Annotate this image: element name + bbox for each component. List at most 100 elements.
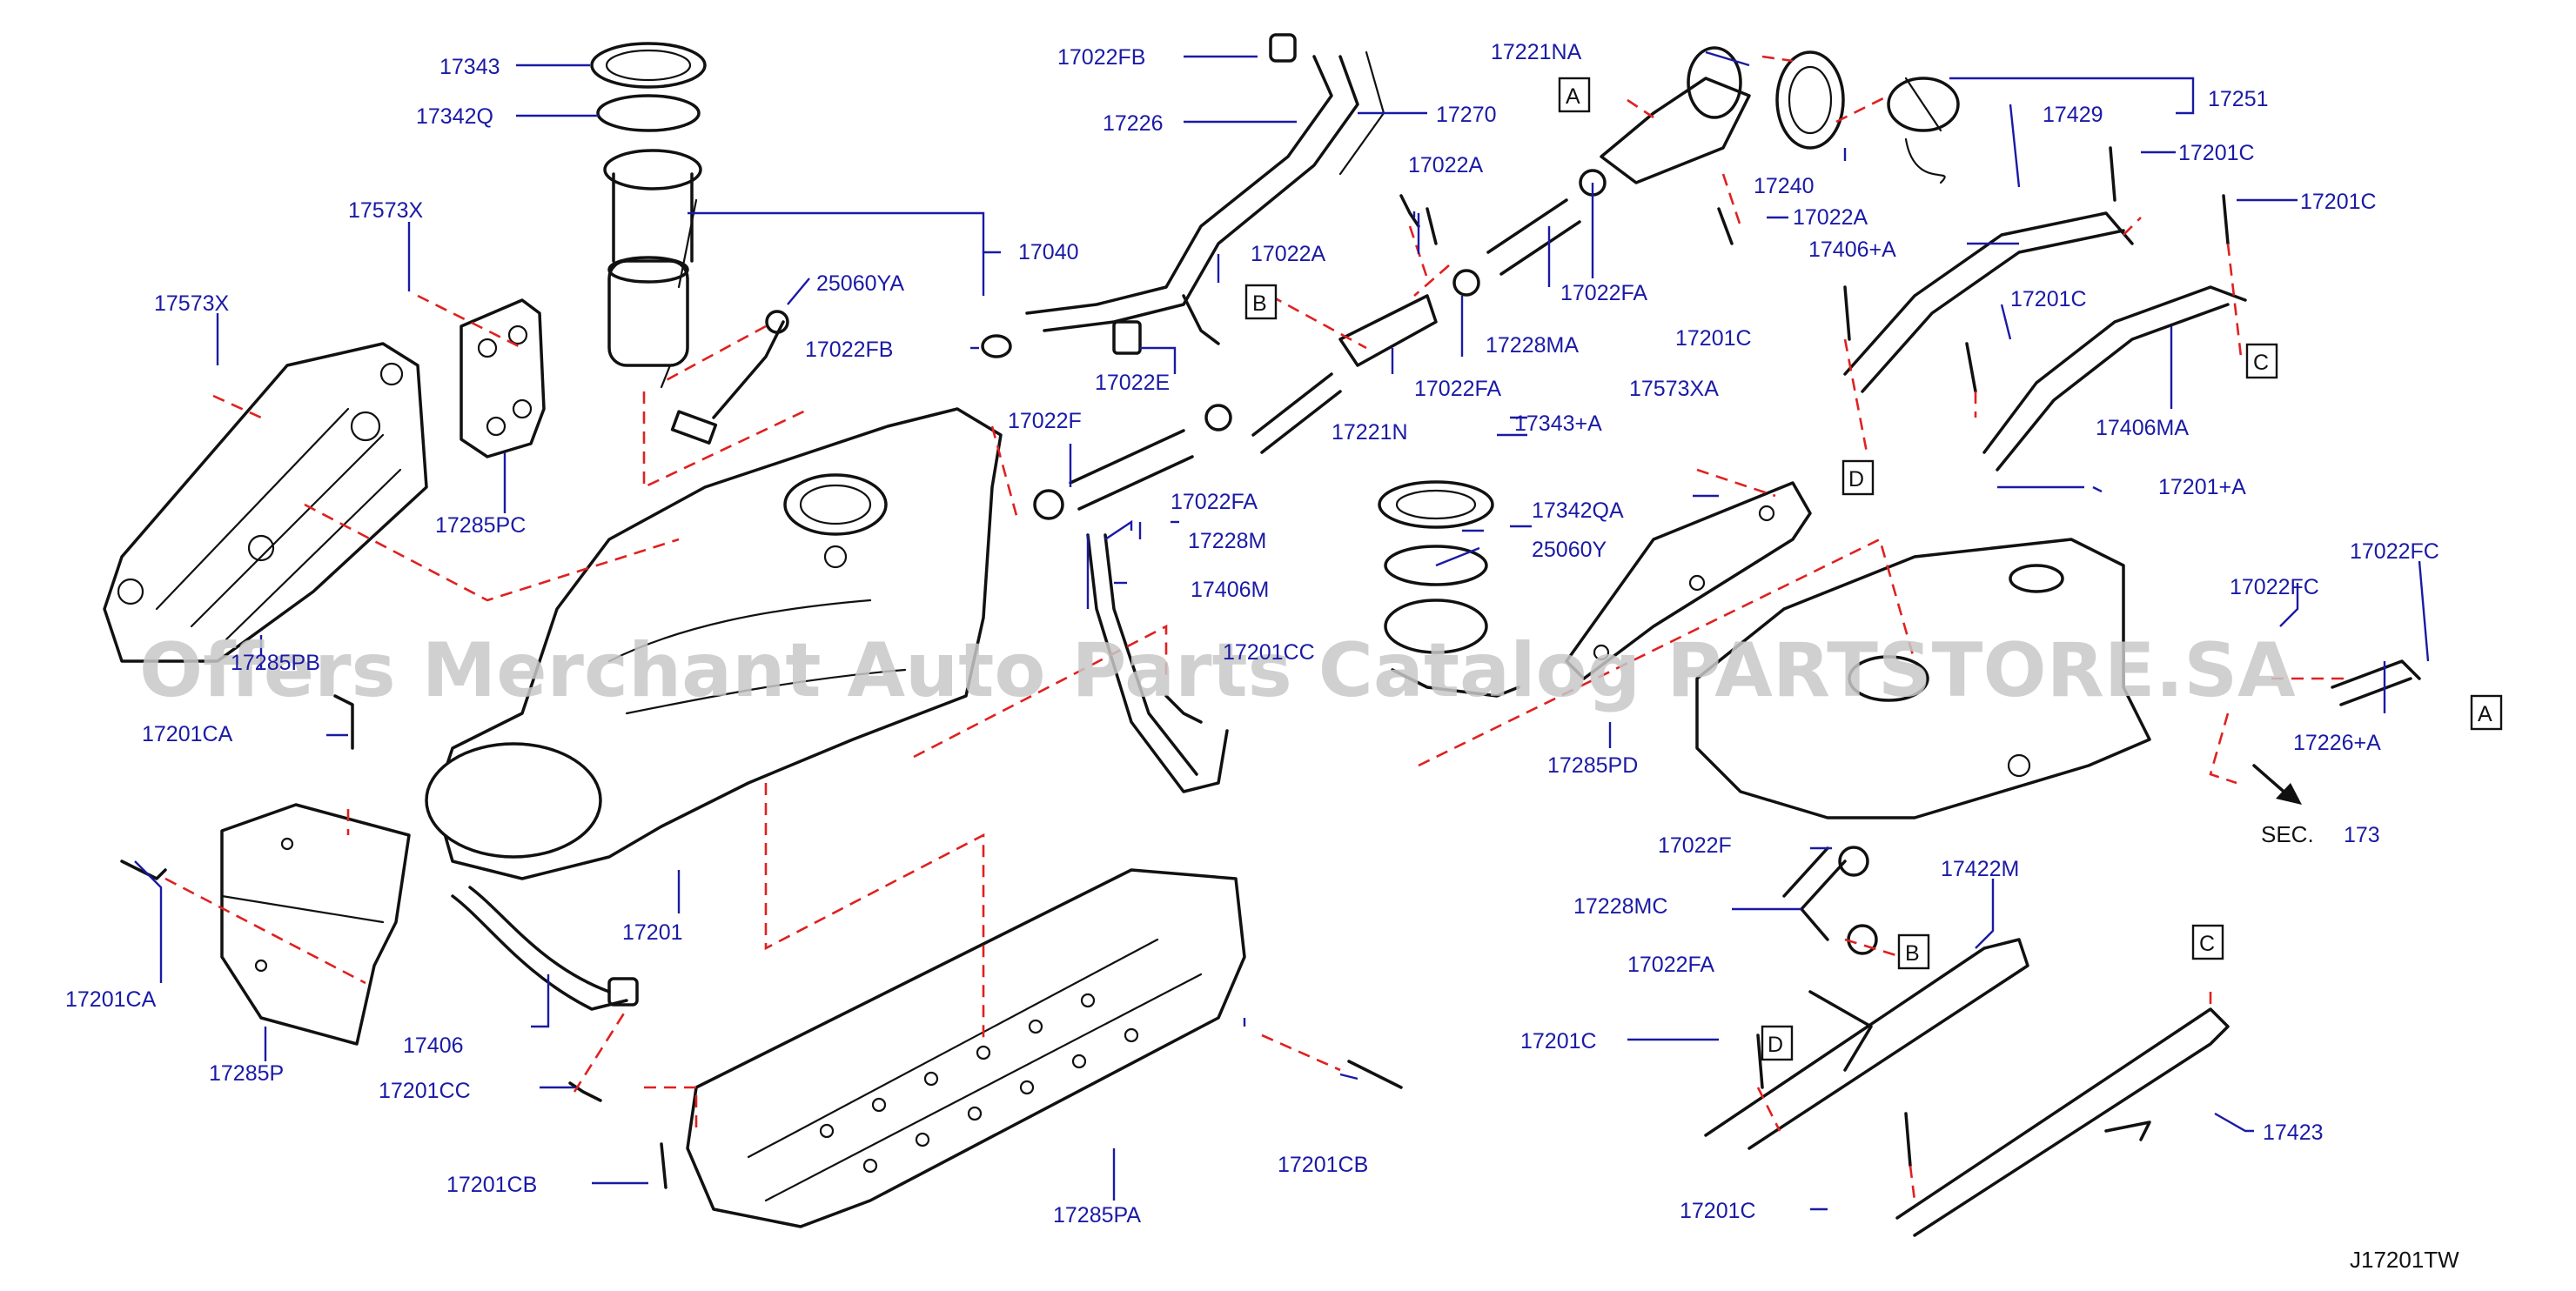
label-17285pd: 17285PD <box>1547 753 1638 778</box>
label-17251: 17251 <box>2208 87 2269 111</box>
label-17201ca-a: 17201CA <box>142 722 233 746</box>
label-17022a-mid: 17022A <box>1251 242 1326 266</box>
label-17423: 17423 <box>2263 1120 2324 1145</box>
filler-tube <box>1025 33 1385 332</box>
tank-strap-17406m <box>1086 533 1229 793</box>
svg-text:C: C <box>2199 932 2215 956</box>
heat-shield-left <box>103 342 428 663</box>
label-17022fb-mid: 17022FB <box>805 338 893 362</box>
label-17343: 17343 <box>439 55 500 79</box>
label-17226a: 17226+A <box>2293 731 2381 755</box>
fuel-tank-17201 <box>425 407 1003 880</box>
crossmember-17422m <box>1704 938 2029 1150</box>
label-17228ma: 17228MA <box>1486 333 1579 358</box>
fuel-level-sender <box>670 310 789 445</box>
label-17201cc-mid: 17201CC <box>1223 640 1315 665</box>
sec-arrow <box>2252 764 2302 805</box>
ring-17342qa <box>1384 545 1488 586</box>
label-17429: 17429 <box>2043 103 2103 127</box>
label-17201ca-b: 17201CA <box>65 987 157 1012</box>
ref-box-a-top: A <box>1558 77 1591 113</box>
filler-neck <box>1338 46 1751 367</box>
ref-box-c-right: C <box>2245 343 2278 379</box>
ring-17343 <box>590 42 707 89</box>
fuel-tank-17201a <box>1695 538 2151 819</box>
watermark: Offers Merchant Auto Parts Catalog PARTS… <box>139 627 2296 714</box>
ref-box-b-top: B <box>1244 284 1278 320</box>
label-17228mc: 17228MC <box>1573 894 1667 919</box>
heat-shield-17285pd <box>1565 481 1812 680</box>
label-17270: 17270 <box>1436 103 1497 127</box>
ref-box-d-mid: D <box>1841 459 1875 496</box>
label-17201c-d: 17201C <box>2010 287 2087 311</box>
hoses <box>1069 198 2421 941</box>
label-17201c-b: 17201C <box>2300 190 2377 214</box>
section-reference: SEC. 173 <box>2261 821 2380 847</box>
svg-text:B: B <box>1252 291 1267 316</box>
label-17285pb: 17285PB <box>231 651 320 675</box>
label-17022fb-top: 17022FB <box>1057 45 1145 70</box>
svg-text:D: D <box>1848 467 1864 492</box>
label-17022fa-top: 17022FA <box>1560 281 1647 305</box>
tank-strap-17406 <box>451 886 639 1011</box>
label-17573x-a: 17573X <box>348 198 424 223</box>
label-17022a-top: 17022A <box>1408 153 1484 177</box>
label-17285p: 17285P <box>209 1061 284 1086</box>
label-17201cc-low: 17201CC <box>379 1079 471 1103</box>
label-17343a: 17343+A <box>1514 411 1602 436</box>
ref-box-d-bottom: D <box>1761 1025 1794 1061</box>
bolts <box>120 146 2230 1189</box>
label-17201cb-a: 17201CB <box>446 1173 537 1197</box>
label-17226: 17226 <box>1103 111 1164 136</box>
svg-text:D: D <box>1768 1033 1783 1057</box>
label-17022fa-mid: 17022FA <box>1414 377 1501 401</box>
label-17285pa: 17285PA <box>1053 1203 1141 1227</box>
label-17342qa: 17342QA <box>1532 498 1624 523</box>
crossmember-17423 <box>1895 1007 2230 1237</box>
label-17201c-e: 17201C <box>1520 1029 1597 1054</box>
svg-text:C: C <box>2253 351 2269 375</box>
label-17221na: 17221NA <box>1491 40 1582 64</box>
label-17022f-mid: 17022F <box>1008 409 1082 433</box>
skid-plate <box>686 868 1246 1228</box>
protectors-upper-right <box>1843 211 2247 472</box>
label-17406: 17406 <box>403 1033 464 1058</box>
filler-cap <box>1775 50 1960 184</box>
label-25060ya: 25060YA <box>816 271 904 296</box>
label-17201c-a: 17201C <box>2178 141 2255 165</box>
label-17406m: 17406M <box>1191 578 1269 602</box>
label-17022fc-a: 17022FC <box>2350 539 2439 564</box>
label-17201cb-b: 17201CB <box>1278 1153 1368 1177</box>
ring-17342q <box>596 94 701 132</box>
svg-text:A: A <box>2478 702 2492 726</box>
label-17201: 17201 <box>622 920 683 945</box>
heat-shield-17285p <box>220 803 411 1046</box>
ref-box-c-bottom: C <box>2191 924 2224 960</box>
label-17201c-c: 17201C <box>1675 326 1752 351</box>
bracket-17285pc <box>460 298 546 458</box>
label-17285pc: 17285PC <box>435 513 526 538</box>
label-17201c-f: 17201C <box>1680 1199 1756 1223</box>
fuel-pump-assembly <box>603 149 702 389</box>
ref-box-b-bottom: B <box>1897 933 1930 970</box>
svg-text:173: 173 <box>2344 823 2380 847</box>
label-17022fc-b: 17022FC <box>2230 575 2319 599</box>
label-17228m: 17228M <box>1188 529 1266 553</box>
label-17022f-low: 17022F <box>1658 833 1732 858</box>
label-17022fa-lower: 17022FA <box>1171 490 1258 514</box>
label-17342q: 17342Q <box>416 104 493 129</box>
label-17406ma: 17406MA <box>2096 416 2189 440</box>
ref-box-a-right: A <box>2470 694 2503 731</box>
label-17022a-right: 17022A <box>1793 205 1868 230</box>
ring-17343a <box>1378 480 1494 529</box>
hose-clamps <box>981 169 1878 955</box>
label-17573x-b: 17573X <box>154 291 230 316</box>
label-17022e: 17022E <box>1095 371 1170 395</box>
label-17040: 17040 <box>1018 240 1079 264</box>
label-17221n: 17221N <box>1332 420 1408 445</box>
sender-25060y <box>1384 599 1520 698</box>
label-17422m: 17422M <box>1941 857 2019 881</box>
label-17406a: 17406+A <box>1808 237 1896 262</box>
label-17201a: 17201+A <box>2158 475 2246 499</box>
